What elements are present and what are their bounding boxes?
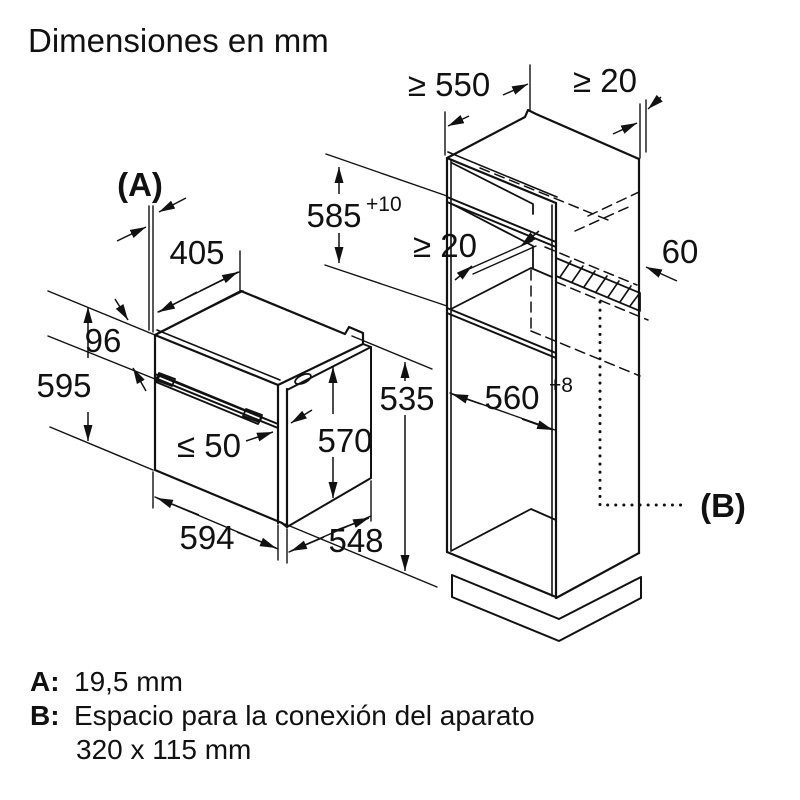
cabinet-dim-20-back: ≥ 20 [413, 227, 477, 264]
oven-front-face [153, 333, 284, 525]
cabinet-dim-550: ≥ 550 [408, 66, 490, 103]
cabinet-dim-560: 560 [484, 379, 539, 416]
cabinet-dimension-lines [324, 64, 647, 431]
cabinet-dim-585-tolerance: +10 [366, 193, 402, 216]
oven-door-handle [155, 372, 263, 425]
cabinet-lower-interior [450, 508, 557, 552]
cabinet-bottom [445, 550, 641, 600]
oven-label-a: (A) [117, 166, 163, 203]
oven-dim-96: 96 [85, 322, 122, 359]
cabinet-dim-60: 60 [662, 233, 699, 270]
page-title: Dimensiones en mm [28, 22, 329, 59]
cabinet-rails [446, 196, 557, 359]
connection-area-dotted-line [598, 300, 688, 507]
cabinet-drawing [445, 108, 642, 642]
cabinet-hidden-lines [479, 167, 649, 377]
legend-a-label: A: [30, 666, 60, 697]
oven-side-grip-icon [294, 372, 312, 386]
cabinet-dim-585: 585 [306, 197, 361, 234]
oven-drawing [153, 289, 372, 529]
legend-b-label: B: [30, 700, 60, 731]
oven-dim-405: 405 [169, 234, 224, 271]
legend: A: 19,5 mm B: Espacio para la conexión d… [30, 666, 535, 765]
cabinet-plinth [451, 574, 642, 642]
cabinet-niche-interior [450, 203, 553, 310]
oven-dim-548: 548 [328, 522, 383, 559]
oven-dim-595: 595 [36, 367, 91, 404]
cabinet-top-inner-line [447, 151, 558, 198]
cabinet-dim-20-top: ≥ 20 [573, 62, 637, 99]
cabinet-edge-inner [450, 159, 553, 597]
vent-hatch-lines [559, 260, 640, 307]
oven-dim-570: 570 [317, 422, 372, 459]
legend-b-value-line2: 320 x 115 mm [76, 734, 251, 765]
oven-top-face [153, 289, 365, 387]
cabinet-top-face [445, 108, 641, 205]
cabinet-dim-560-tolerance: +8 [549, 374, 573, 397]
oven-dim-door: ≤ 50 [177, 427, 241, 464]
oven-dim-594: 594 [179, 519, 234, 556]
cabinet-label-b: (B) [700, 487, 746, 524]
oven-top-face-inner-lines [156, 290, 281, 381]
oven-dim-535: 535 [379, 380, 434, 417]
vent-hatch-outline [555, 257, 641, 312]
oven-door-edge [280, 387, 289, 529]
cabinet-upper-interior [451, 162, 534, 215]
cabinet-edges [445, 156, 641, 600]
legend-b-value: Espacio para la conexión del aparato [74, 700, 535, 731]
oven-dimension-arrows [83, 197, 410, 571]
cabinet-dimension-arrows [334, 83, 678, 431]
legend-a-value: 19,5 mm [74, 666, 183, 697]
